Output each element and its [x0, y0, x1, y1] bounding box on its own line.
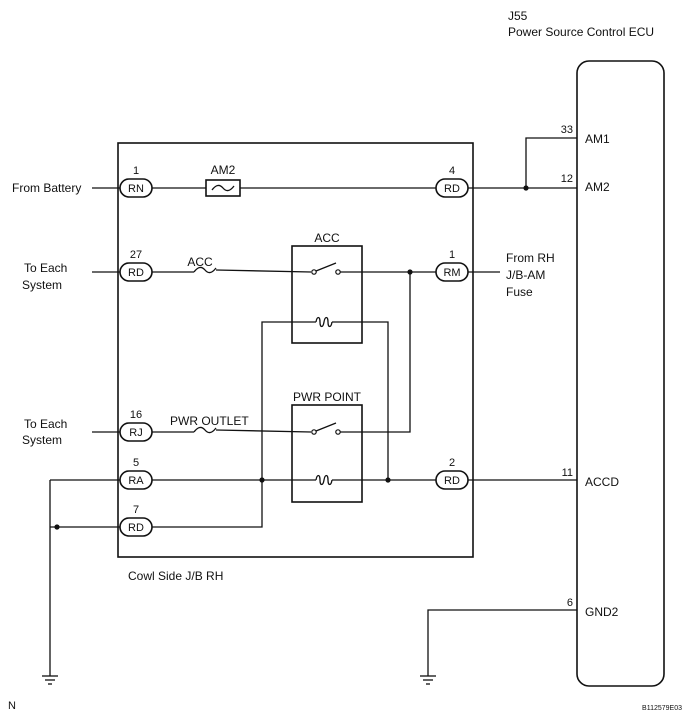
connector-rd4-num: 4 [449, 165, 455, 177]
relay-pwr-point-label: PWR POINT [293, 390, 362, 404]
ecu-pin-num-12: 12 [561, 173, 573, 185]
ecu-ref: J55 [508, 9, 528, 23]
to-each-system-1-line2: System [22, 278, 62, 292]
fuse-symbol-icon [211, 184, 235, 192]
ecu-pin-accd: ACCD [585, 475, 619, 489]
switch-blade [315, 422, 337, 432]
connector-rm1-num: 1 [449, 249, 455, 261]
switch-contact [335, 269, 341, 275]
ecu-pin-num-33: 33 [561, 124, 573, 136]
switch-blade [315, 262, 337, 272]
switch-contact [335, 429, 341, 435]
ecu-pin-num-6: 6 [567, 597, 573, 609]
connector-rd7-code: RD [128, 522, 144, 534]
connector-ra5-num: 5 [133, 457, 139, 469]
fuse-acc-icon [193, 266, 217, 274]
ground-icon [420, 675, 436, 685]
fuse-pwr-outlet-label: PWR OUTLET [170, 414, 249, 428]
relay-acc [291, 245, 363, 344]
to-each-system-2-line2: System [22, 433, 62, 447]
ecu-name: Power Source Control ECU [508, 25, 654, 39]
ecu-pin-num-11: 11 [562, 467, 573, 479]
from-battery-label: From Battery [12, 181, 81, 195]
relay-coil-icon [315, 316, 333, 328]
ground-icon [42, 675, 58, 685]
wire-coil-acc-right [332, 321, 389, 480]
connector-rd27-code: RD [128, 267, 144, 279]
connector-rm1-code: RM [443, 267, 460, 279]
connector-rj16-num: 16 [130, 409, 142, 421]
to-each-system-2-line1: To Each [24, 417, 67, 431]
connector-ra5-code: RA [128, 475, 144, 487]
connector-rn-code: RN [128, 183, 144, 195]
junction-dot [54, 524, 60, 530]
switch-contact [311, 429, 317, 435]
connector-rn-num: 1 [133, 165, 139, 177]
jb-box [117, 142, 474, 558]
relay-coil-icon [315, 474, 333, 486]
wire-gnd2 [427, 609, 577, 676]
from-rh-line2: J/B-AM [506, 268, 545, 282]
corner-mark: N [8, 700, 16, 712]
ecu-pin-am1: AM1 [585, 132, 610, 146]
fuse-acc-label: ACC [187, 255, 213, 269]
wire-coil-acc-left [261, 321, 316, 480]
switch-contact [311, 269, 317, 275]
fuse-pwr-outlet-icon [193, 426, 217, 434]
connector-rd27-num: 27 [130, 249, 142, 261]
wire [215, 269, 312, 273]
jb-name: Cowl Side J/B RH [128, 569, 223, 583]
connector-rd4-code: RD [444, 183, 460, 195]
wire-am1 [525, 137, 577, 188]
fuse-am2-label: AM2 [211, 163, 236, 177]
ecu-pin-am2: AM2 [585, 180, 610, 194]
connector-rd7-num: 7 [133, 504, 139, 516]
connector-rd2-code: RD [444, 475, 460, 487]
wire [152, 480, 263, 528]
relay-acc-label: ACC [314, 231, 340, 245]
ecu-pin-gnd2: GND2 [585, 605, 619, 619]
connector-rj16-code: RJ [129, 427, 142, 439]
from-rh-line3: Fuse [506, 285, 533, 299]
connector-rd2-num: 2 [449, 457, 455, 469]
figure-id: B112579E03 [642, 705, 682, 712]
wire [215, 429, 312, 433]
junction-dot [385, 477, 391, 483]
from-rh-line1: From RH [506, 251, 555, 265]
relay-pwr-point [291, 404, 363, 503]
ecu-body [576, 60, 665, 687]
to-each-system-1-line1: To Each [24, 261, 67, 275]
wire-pwr-switch [340, 272, 411, 433]
